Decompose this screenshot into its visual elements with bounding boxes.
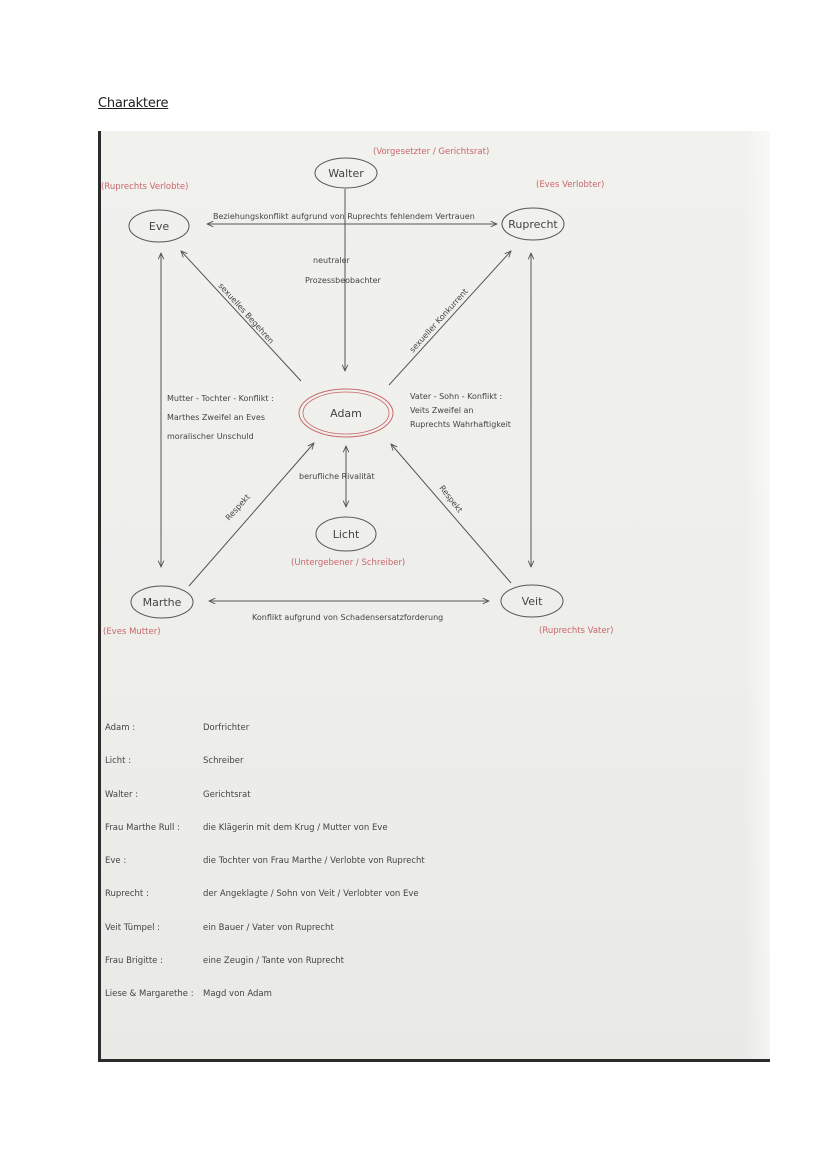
character-name: Liese & Margarethe : bbox=[105, 989, 194, 999]
label-marthe-eve-2: Marthes Zweifel an Eves bbox=[167, 413, 265, 422]
label-eve-ruprecht: Beziehungskonflikt aufgrund von Ruprecht… bbox=[213, 212, 475, 221]
character-name: Eve : bbox=[105, 856, 127, 866]
character-description: Schreiber bbox=[203, 756, 244, 766]
label-adam-licht: berufliche Rivalität bbox=[299, 472, 375, 481]
label-veit-adam: Respekt bbox=[437, 484, 464, 515]
label-marthe-veit: Konflikt aufgrund von Schadensersatzford… bbox=[252, 613, 443, 622]
label-veit-ruprecht-1: Vater - Sohn - Konflikt : bbox=[410, 392, 502, 401]
node-adam-inner-shape bbox=[302, 391, 390, 435]
note-walter: (Vorgesetzter / Gerichtsrat) bbox=[373, 147, 489, 157]
character-description: der Angeklagte / Sohn von Veit / Verlobt… bbox=[203, 889, 419, 899]
character-name: Licht : bbox=[105, 756, 132, 766]
note-ruprecht: (Eves Verlobter) bbox=[536, 180, 604, 190]
label-marthe-eve-3: moralischer Unschuld bbox=[167, 432, 254, 441]
arrow-marthe-adam bbox=[188, 443, 314, 587]
label-veit-ruprecht-3: Ruprechts Wahrhaftigkeit bbox=[410, 420, 511, 429]
character-name: Frau Marthe Rull : bbox=[105, 823, 180, 833]
note-eve: (Ruprechts Verlobte) bbox=[101, 182, 188, 192]
note-marthe: (Eves Mutter) bbox=[103, 627, 161, 637]
node-walter: Walter bbox=[328, 167, 364, 180]
node-eve: Eve bbox=[149, 220, 169, 233]
label-adam-ruprecht: sexueller Konkurrent bbox=[408, 287, 470, 354]
node-licht: Licht bbox=[333, 528, 360, 541]
node-ruprecht-shape bbox=[501, 207, 565, 241]
arrow-adam-eve bbox=[181, 251, 302, 382]
node-veit-shape bbox=[500, 584, 564, 618]
arrow-adam-ruprecht bbox=[388, 251, 511, 386]
character-description: Dorfrichter bbox=[203, 723, 250, 733]
label-veit-ruprecht-2: Veits Zweifel an bbox=[410, 406, 474, 415]
character-description: ein Bauer / Vater von Ruprecht bbox=[203, 923, 334, 933]
node-marthe: Marthe bbox=[143, 596, 182, 609]
node-adam-shape bbox=[298, 388, 394, 438]
notebook-photo: Walter Eve Ruprecht Adam Licht Marthe Ve… bbox=[98, 131, 770, 1062]
node-ruprecht: Ruprecht bbox=[508, 218, 558, 231]
node-eve-shape bbox=[128, 209, 190, 243]
character-description: Magd von Adam bbox=[203, 989, 272, 999]
node-walter-shape bbox=[314, 157, 378, 189]
character-name: Walter : bbox=[105, 790, 139, 800]
label-walter-adam-2: Prozessbeobachter bbox=[305, 276, 382, 285]
node-licht-shape bbox=[315, 516, 377, 552]
character-description: eine Zeugin / Tante von Ruprecht bbox=[203, 956, 344, 966]
page-heading: Charaktere bbox=[98, 96, 169, 111]
arrow-veit-adam bbox=[391, 444, 512, 584]
note-veit: (Ruprechts Vater) bbox=[539, 626, 613, 636]
character-diagram: Walter Eve Ruprecht Adam Licht Marthe Ve… bbox=[101, 147, 613, 637]
character-description: die Tochter von Frau Marthe / Verlobte v… bbox=[203, 856, 425, 866]
node-veit: Veit bbox=[522, 595, 543, 608]
label-adam-eve: sexuelles Begehren bbox=[217, 281, 276, 345]
node-adam: Adam bbox=[330, 407, 362, 420]
character-name: Adam : bbox=[105, 723, 136, 733]
character-name: Ruprecht : bbox=[105, 889, 149, 899]
character-description: die Klägerin mit dem Krug / Mutter von E… bbox=[203, 823, 388, 833]
note-licht: (Untergebener / Schreiber) bbox=[291, 558, 405, 568]
node-marthe-shape bbox=[130, 585, 194, 619]
label-marthe-eve-1: Mutter - Tochter - Konflikt : bbox=[167, 394, 274, 403]
character-name: Veit Tümpel : bbox=[105, 923, 161, 933]
character-name: Frau Brigitte : bbox=[105, 956, 163, 966]
character-description: Gerichtsrat bbox=[203, 790, 251, 800]
label-marthe-adam: Respekt bbox=[224, 492, 252, 522]
label-walter-adam-1: neutraler bbox=[313, 256, 351, 265]
